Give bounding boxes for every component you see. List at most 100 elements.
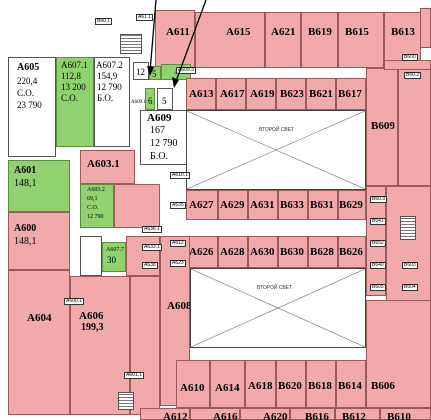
unit-a621-label: A621: [271, 26, 296, 38]
unit-a607-2-label: A607.2: [96, 60, 123, 70]
tag-2: A61.1: [136, 14, 154, 21]
tag-18: A600.1: [64, 298, 84, 305]
tag-3: A609.3: [176, 67, 196, 74]
unit-a626[interactable]: A626: [186, 236, 218, 268]
unit-a607-2-price: 12 790: [97, 82, 122, 92]
tag-16: B605: [370, 284, 386, 291]
atrium-lower-label: ВТОРОЙ СВЕТ: [257, 285, 293, 291]
unit-a607-2-area: 154,9: [97, 71, 118, 81]
unit-b613-label: B613: [391, 26, 415, 38]
unit-a621[interactable]: A621: [265, 12, 301, 68]
unit-b631[interactable]: B631: [308, 190, 338, 220]
unit-service-2: [126, 236, 160, 276]
unit-a612-label: A612: [163, 411, 188, 420]
tag-1: B60.1: [95, 18, 113, 25]
unit-a603-2-area: 69,1: [87, 196, 98, 202]
unit-b620[interactable]: B620: [276, 360, 306, 408]
unit-b615[interactable]: B615: [338, 12, 384, 68]
cell-6[interactable]: 6: [145, 88, 155, 110]
unit-a618-label: A618: [248, 380, 273, 392]
unit-a610[interactable]: A610: [176, 360, 210, 408]
unit-b630[interactable]: B630: [278, 236, 308, 268]
unit-a607-2[interactable]: A607.2 154,9 12 790 Б.О.: [94, 57, 130, 147]
cell-5-lower[interactable]: 5: [157, 88, 173, 110]
unit-a629-label: A629: [220, 199, 245, 211]
tag-14: B603: [402, 262, 418, 269]
unit-a607-7-label: A607.7: [106, 247, 124, 253]
unit-a604-label: A604: [27, 312, 52, 324]
unit-b621[interactable]: B621: [306, 78, 336, 110]
unit-a601-area: 148,1: [14, 178, 37, 189]
unit-a607-1[interactable]: A607.1 112,8 13 200 С.О.: [56, 57, 94, 147]
unit-a607-7[interactable]: A607.7 30: [102, 242, 126, 272]
unit-a601[interactable]: A601 148,1: [8, 160, 70, 212]
unit-a611-label: A611: [166, 26, 190, 38]
unit-a616-label: A616: [213, 411, 238, 420]
tag-9: B641: [370, 218, 386, 225]
unit-a600-label: A600: [14, 223, 37, 234]
unit-a617[interactable]: A617: [216, 78, 246, 110]
unit-a615[interactable]: A615: [195, 12, 265, 68]
unit-a619[interactable]: A619: [246, 78, 276, 110]
unit-a605[interactable]: A605 220,4 С.О. 23 790: [8, 57, 56, 157]
tag-8: A635: [170, 202, 186, 209]
unit-b623[interactable]: B623: [276, 78, 306, 110]
unit-b619-label: B619: [308, 26, 332, 38]
unit-a600-area: 148,1: [14, 236, 37, 247]
unit-b620-label: B620: [278, 380, 302, 392]
unit-a606-area: 199,3: [81, 322, 104, 333]
unit-b606-label: B606: [371, 380, 395, 392]
unit-a618[interactable]: A618: [245, 360, 276, 408]
unit-b633[interactable]: B633: [278, 190, 308, 220]
tag-5: B60.2: [404, 72, 422, 79]
unit-b614[interactable]: B614: [336, 360, 366, 408]
unit-a626-label: A626: [189, 246, 214, 258]
unit-b631-label: B631: [310, 199, 334, 211]
unit-a620-label: A620: [263, 411, 288, 420]
tag-11: A612: [170, 240, 186, 247]
unit-b629[interactable]: B629: [338, 190, 366, 220]
unit-b626[interactable]: B626: [338, 236, 366, 268]
unit-middle-service: [114, 184, 160, 228]
unit-a614[interactable]: A614: [210, 360, 245, 408]
unit-b628[interactable]: B628: [308, 236, 338, 268]
unit-b617[interactable]: B617: [336, 78, 366, 110]
unit-a617-label: A617: [220, 88, 245, 100]
unit-b626-label: B626: [339, 246, 363, 258]
unit-a630[interactable]: A630: [248, 236, 278, 268]
tag-6: B60.3: [370, 196, 388, 203]
atrium-lower: ВТОРОЙ СВЕТ: [190, 268, 366, 348]
unit-b621-label: B621: [309, 88, 333, 100]
unit-a631[interactable]: A631: [248, 190, 278, 220]
unit-a628[interactable]: A628: [218, 236, 248, 268]
unit-a603-2[interactable]: A603.2 69,1 С.О. 12 790: [80, 184, 114, 228]
unit-b612-label: B612: [342, 411, 366, 420]
unit-a609[interactable]: A609 167 12 790 Б.О.: [140, 110, 188, 165]
unit-a604[interactable]: A604: [8, 270, 70, 415]
unit-a627[interactable]: A627: [186, 190, 218, 220]
unit-a629[interactable]: A629: [218, 190, 248, 220]
unit-lower-gap: [130, 276, 160, 415]
tag-12: B640: [370, 262, 386, 269]
tag-4: B600: [402, 54, 418, 61]
unit-b609[interactable]: B609: [366, 68, 398, 186]
tag-7: A610.1: [170, 172, 190, 179]
unit-a600[interactable]: A600 148,1: [8, 212, 70, 270]
stairs-top-left: [120, 34, 142, 54]
unit-b623-label: B623: [280, 88, 304, 100]
unit-b609-label: B609: [371, 120, 395, 132]
unit-a613[interactable]: A613: [186, 78, 216, 110]
unit-a605-area: 220,4: [17, 76, 38, 86]
unit-a630-label: A630: [250, 246, 275, 258]
stairs-bottom: [118, 392, 134, 410]
unit-a627-label: A627: [189, 199, 214, 211]
unit-a603-1[interactable]: A603.1: [80, 150, 135, 184]
unit-b618[interactable]: B618: [306, 360, 336, 408]
unit-b619[interactable]: B619: [301, 12, 338, 68]
unit-b610-label: B610: [387, 411, 411, 420]
unit-a601-label: A601: [14, 165, 37, 176]
unit-east-block: [398, 68, 431, 186]
unit-a611[interactable]: A611: [155, 10, 195, 68]
unit-a614-label: A614: [215, 382, 240, 394]
